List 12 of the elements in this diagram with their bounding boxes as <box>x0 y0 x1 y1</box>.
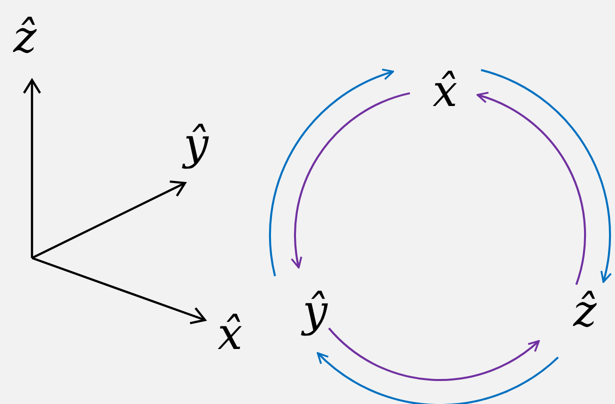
curved-arrow <box>316 352 559 404</box>
curved-arrow <box>328 328 540 381</box>
curved-arrow <box>269 69 394 276</box>
curved-arrow <box>291 92 410 268</box>
axis-label: x̂ <box>218 313 242 357</box>
curved-arrow <box>476 92 586 285</box>
curved-arrow <box>480 69 612 283</box>
axis-label: ŷ <box>184 123 208 167</box>
vector-label: ẑ <box>573 290 597 334</box>
axis-label: ẑ <box>13 16 37 60</box>
vector-label: x̂ <box>432 70 458 114</box>
vector-label: ŷ <box>302 290 328 334</box>
